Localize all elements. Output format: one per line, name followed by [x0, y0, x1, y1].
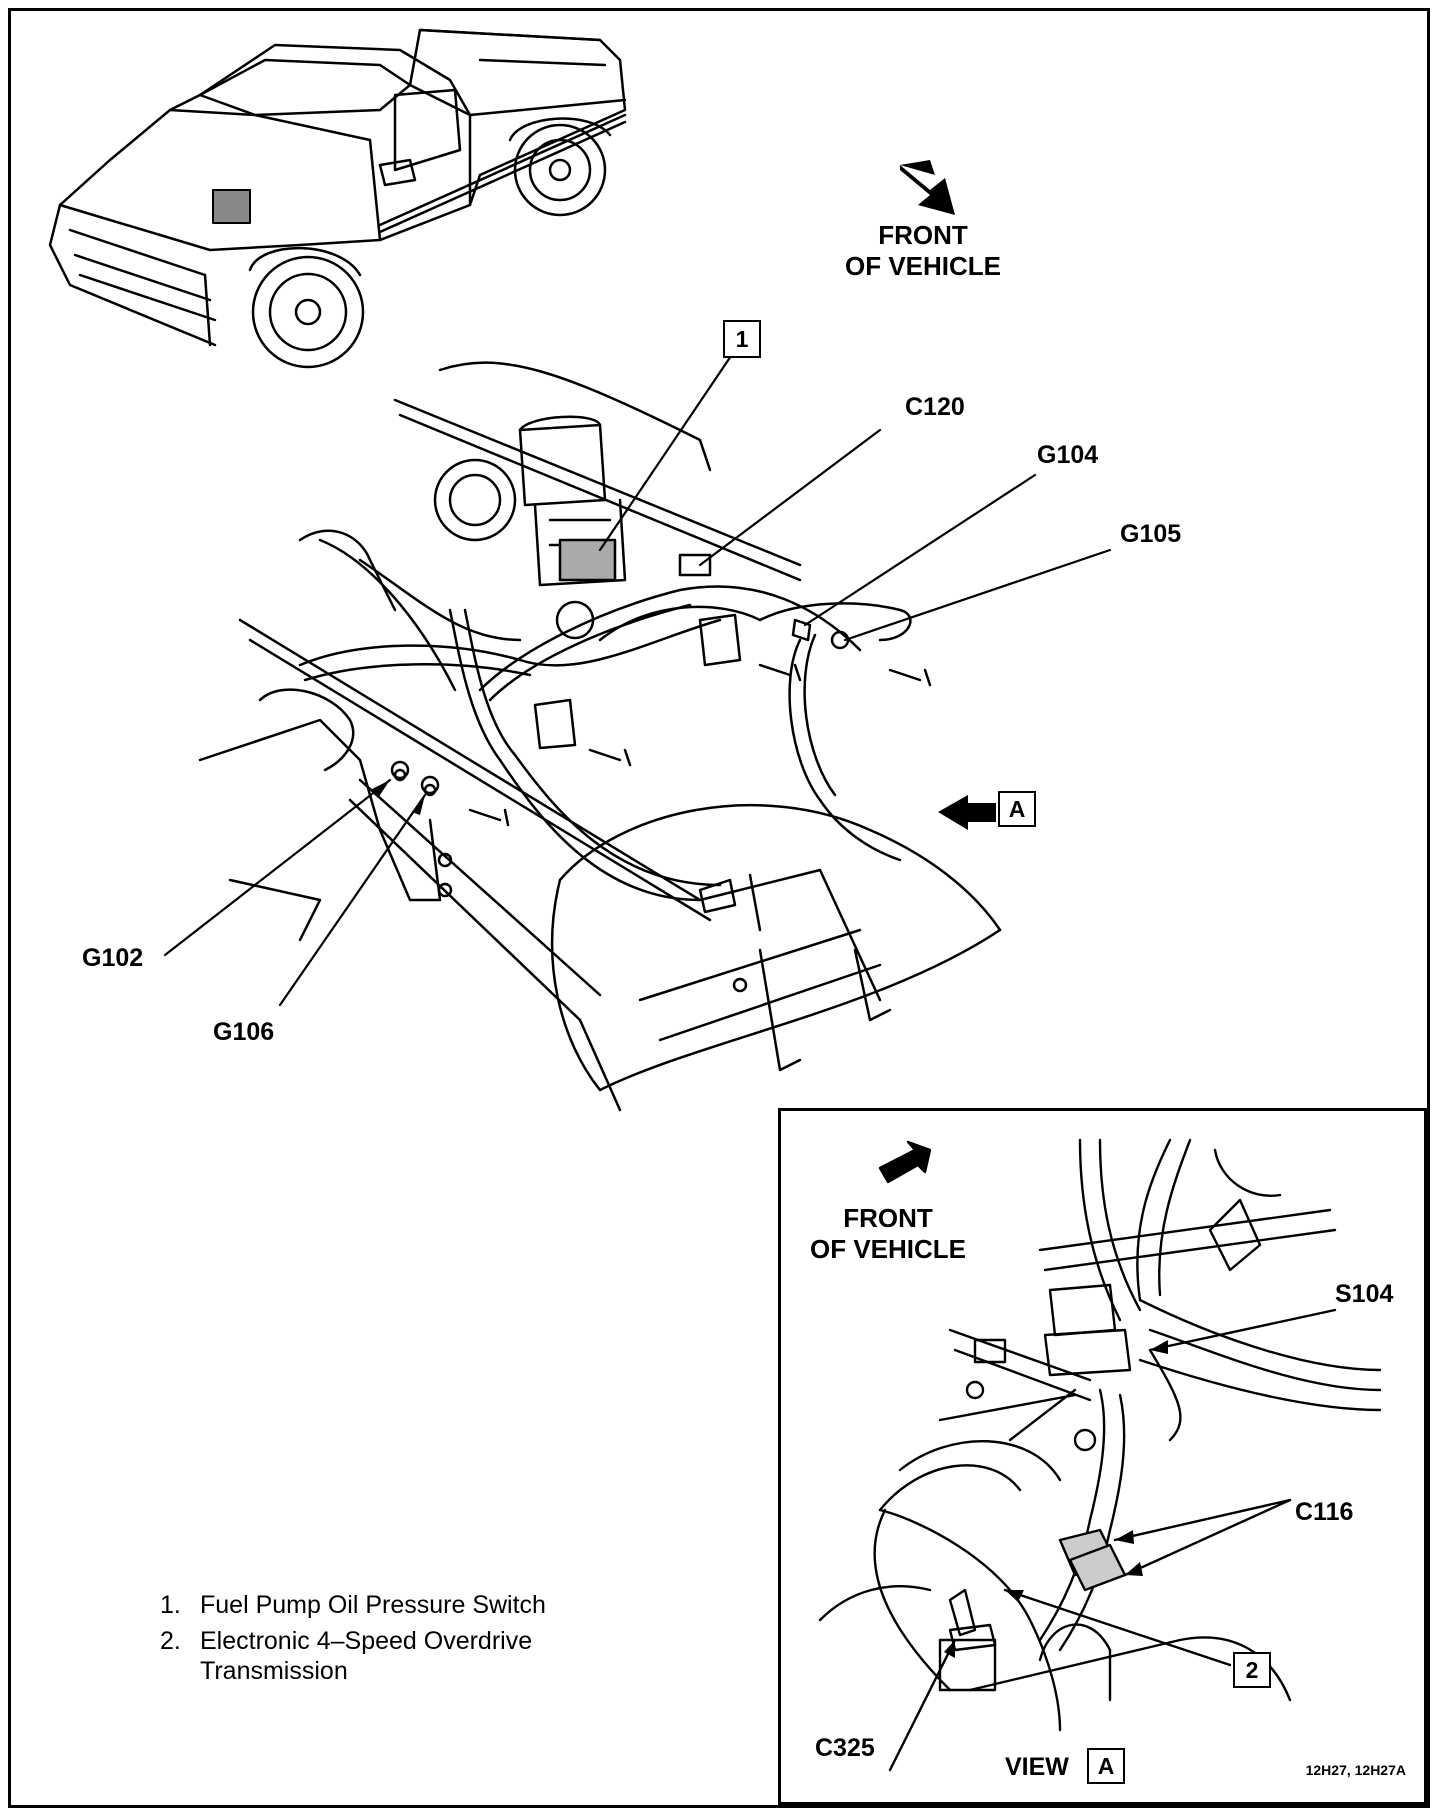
leader-g104	[803, 473, 1037, 627]
inset-view-a-marker: A	[1087, 1748, 1125, 1784]
callout-2-box: 2	[1233, 1652, 1271, 1688]
leader-g105	[843, 548, 1112, 642]
diagram-frame	[8, 8, 1430, 1808]
label-g104: G104	[1037, 441, 1099, 469]
legend-item-number: 1.	[160, 1591, 181, 1619]
inset-front-label-line1: FRONT	[843, 1203, 933, 1233]
inset-front-of-vehicle-label: FRONT OF VEHICLE	[810, 1203, 966, 1265]
front-label-line2: OF VEHICLE	[845, 251, 1002, 281]
front-direction-arrow	[900, 160, 955, 215]
inset-artwork	[818, 1138, 1382, 1772]
leader-c120	[698, 428, 882, 567]
legend-item: 1. Fuel Pump Oil Pressure Switch	[160, 1590, 546, 1620]
leader-g102	[163, 778, 392, 957]
front-of-vehicle-label: FRONT OF VEHICLE	[845, 220, 1001, 282]
inset-front-label-line2: OF VEHICLE	[810, 1234, 967, 1264]
legend-item-number: 2.	[160, 1627, 181, 1655]
label-c116: C116	[1295, 1498, 1354, 1526]
leader-g106	[278, 793, 427, 1007]
label-s104: S104	[1335, 1280, 1394, 1308]
pickup-truck-illustration	[48, 28, 627, 369]
label-c120: C120	[905, 393, 965, 421]
view-a-inset: 12H27, 12H27A	[778, 1108, 1427, 1805]
front-label-line1: FRONT	[878, 220, 968, 250]
engine-location-marker	[212, 189, 251, 224]
label-g102: G102	[82, 944, 144, 972]
view-a-marker: A	[998, 791, 1036, 827]
legend-item: Transmission	[160, 1656, 546, 1686]
label-g106: G106	[213, 1018, 275, 1046]
callout-1-box: 1	[723, 320, 761, 358]
label-c325: C325	[815, 1734, 875, 1762]
leader-callout-1	[598, 351, 735, 552]
view-label: VIEW	[1005, 1753, 1069, 1781]
legend-item-text: Transmission	[200, 1657, 348, 1685]
legend-item: 2. Electronic 4–Speed Overdrive	[160, 1626, 546, 1656]
engine-harness-illustration	[198, 361, 1002, 1112]
legend-item-number	[160, 1656, 200, 1686]
legend-item-text: Electronic 4–Speed Overdrive	[200, 1627, 533, 1655]
view-a-arrow	[938, 795, 996, 830]
legend-item-text: Fuel Pump Oil Pressure Switch	[200, 1591, 546, 1619]
label-g105: G105	[1120, 520, 1182, 548]
figure-code: 12H27, 12H27A	[1305, 1762, 1406, 1778]
legend: 1. Fuel Pump Oil Pressure Switch 2. Elec…	[160, 1590, 546, 1686]
